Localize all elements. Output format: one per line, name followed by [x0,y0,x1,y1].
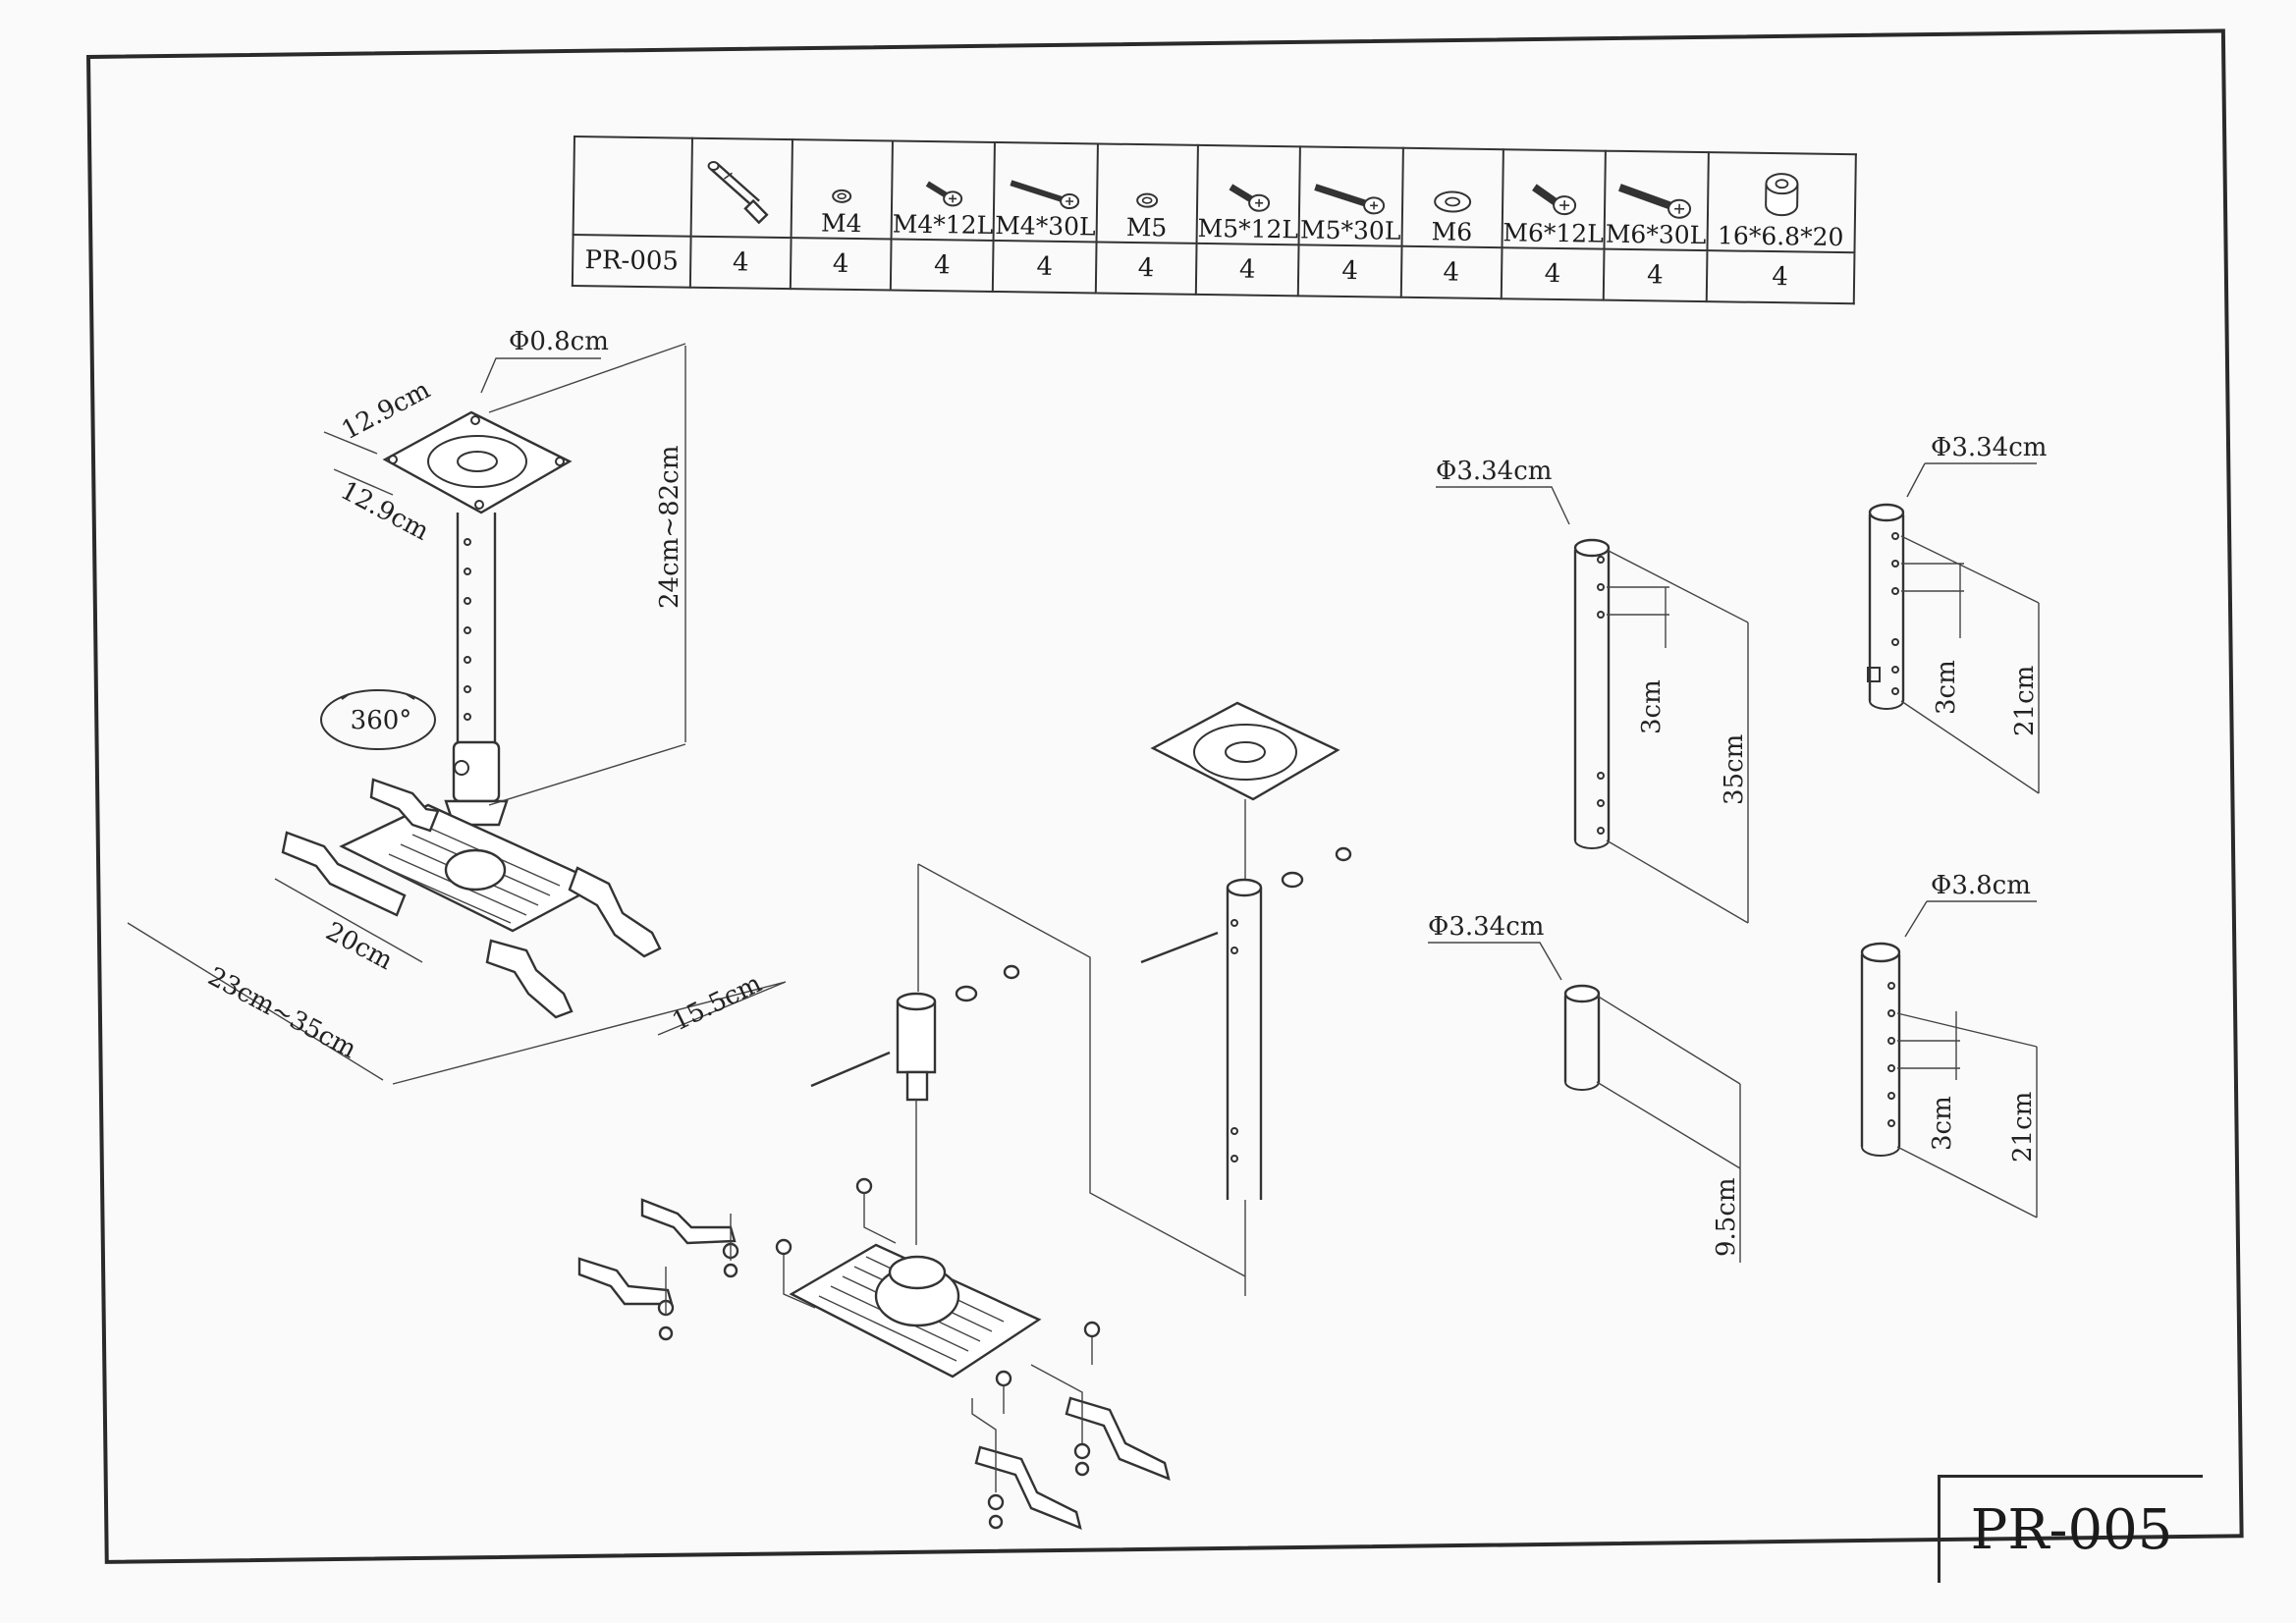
tube-body [1868,514,1905,701]
part-cell-m4-12l: M4*12L [891,140,996,241]
leader-line [1904,900,2037,938]
dimension-line [127,878,787,1085]
tube-body [1860,954,1901,1147]
tube-35cm: 3cm 35cm Φ3.34cm [1436,457,1749,924]
tube3-length-label: 21cm [2010,666,2040,736]
dimension-line [323,431,378,455]
part-cell-m4-30l: M4*30L [993,141,1098,243]
screw-long-icon [1314,184,1386,215]
tube1-length-label: 35cm [1720,734,1749,805]
plate-arm [577,1257,674,1306]
tube4-dia-label: Φ3.8cm [1931,871,2031,900]
ceiling-plate [1150,701,1340,801]
parts-icon-row: M4 M4*12L M4*30L [573,136,1856,253]
part-cell-m5-30l: M5*30L [1298,146,1403,246]
plate-arm [640,1198,737,1245]
plate-2335-label: 23cm~35cm [203,962,361,1065]
part-cell-m4-washer: M4 [791,139,893,240]
washer-icon [832,189,852,203]
tube1-dia-label: Φ3.34cm [1436,457,1552,486]
hole-dia-label: Φ0.8cm [509,327,609,356]
tube-body [1573,550,1611,840]
anchor-bolt-icon [707,160,769,225]
mount-joint [452,740,501,803]
ceiling-plate [382,410,573,514]
model-label-box: PR-005 [1938,1475,2203,1583]
screw-icon [1531,184,1576,216]
rotation-indicator [320,689,436,750]
pole-coupler [896,1001,937,1074]
washer-large-icon [1433,190,1471,213]
rotation-label: 360° [351,706,412,735]
tube1-spacing-label: 3cm [1637,679,1667,734]
plate-width-label: 12.9cm [337,375,435,446]
ceiling-plate-hole [457,451,498,472]
washer-icon [1135,192,1158,208]
exploded-assembly [577,701,1352,1530]
plate-arm [369,778,440,833]
tube-21cm-b: 3cm 21cm Φ3.8cm [1860,871,2038,1218]
plate-155-label: 15.5cm [668,969,766,1038]
dimension-line [1896,1012,2038,1218]
screw-icon [925,181,963,207]
part-cell-m5-12l: M5*12L [1196,144,1301,245]
leader-line [480,357,601,394]
tube2-length-label: 9.5cm [1712,1177,1741,1257]
part-cell-anchor [690,137,793,239]
tube-21cm-a: 3cm 21cm Φ3.34cm [1867,433,2047,794]
plate-depth-label: 12.9cm [336,476,434,547]
tube3-spacing-label: 3cm [1932,660,1961,715]
leader-line [1906,462,2037,498]
tube4-spacing-label: 3cm [1928,1096,1957,1151]
leader-line [1428,942,1562,981]
dimension-line [1900,535,2040,794]
bolt [810,1051,891,1088]
tube-9-5cm: 9.5cm Φ3.34cm [1428,912,1741,1263]
plate-arm [281,831,407,917]
tube2-dia-label: Φ3.34cm [1428,912,1544,942]
ceiling-plate-ring [427,435,527,488]
mount-pole [456,513,497,746]
plate-arm [485,939,574,1019]
assembled-mount: 360° 24cm~82cm 12.9cm 12.9cm Φ0.8cm 20cm… [127,327,787,1085]
spacer-icon [1764,173,1798,217]
extension-tube [1226,888,1263,1200]
plate-arm [568,866,662,958]
screw-icon [1229,184,1271,212]
dimension-line [1596,995,1741,1169]
part-cell-m6-12l: M6*12L [1502,149,1606,249]
height-label: 24cm~82cm [655,446,684,609]
dimension-line [1606,549,1749,924]
bolt [1140,931,1219,964]
plate-arm [974,1445,1082,1530]
tube3-dia-label: Φ3.34cm [1931,433,2047,462]
part-cell-spacer: 16*6.8*20 [1707,152,1856,253]
dimension-line [333,468,394,496]
screw-long-icon [1010,180,1079,210]
screw-long-icon [1618,184,1692,219]
leader-line [1436,486,1570,525]
parts-table: M4 M4*12L M4*30L [572,135,1857,304]
tube-body [1563,996,1601,1082]
plate-arm [1065,1396,1171,1481]
part-cell-m6-washer: M6 [1401,147,1503,248]
tube4-length-label: 21cm [2008,1092,2038,1163]
part-cell-m5-washer: M5 [1096,143,1198,243]
part-cell-m6-30l: M6*30L [1604,150,1709,251]
dimension-line [488,343,686,806]
